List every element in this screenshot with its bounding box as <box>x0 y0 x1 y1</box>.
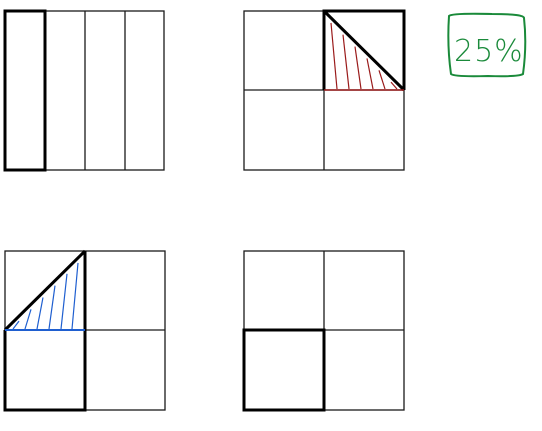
hatch-line <box>390 81 398 90</box>
annotation-box <box>447 12 527 78</box>
hatch-line <box>378 70 386 90</box>
triangle-diagonal <box>3 249 87 332</box>
hatch-line <box>330 22 338 90</box>
figure-grid-bottom-left <box>242 250 405 412</box>
hatch-line <box>354 46 362 90</box>
blue-hatching <box>12 262 79 330</box>
hatch-line <box>36 297 44 330</box>
triangle-diagonal <box>322 9 406 92</box>
hatch-line <box>366 58 374 90</box>
hatch-line <box>12 320 20 330</box>
hatch-line <box>60 273 68 330</box>
highlighted-quadrant-edges <box>322 9 406 90</box>
figure-grid-blue-triangle <box>3 249 166 412</box>
figure-vertical-strips <box>3 9 165 172</box>
highlighted-quadrant <box>242 328 326 412</box>
figure-grid-red-triangle <box>243 9 406 171</box>
red-hatching <box>330 22 398 90</box>
annotation-text: 25% <box>454 34 524 69</box>
percent-annotation: 25% <box>447 12 527 78</box>
hatch-line <box>24 309 32 330</box>
hatch-line <box>71 262 79 330</box>
highlighted-strip <box>3 9 47 172</box>
hatch-line <box>342 34 350 90</box>
hatch-line <box>48 285 56 330</box>
